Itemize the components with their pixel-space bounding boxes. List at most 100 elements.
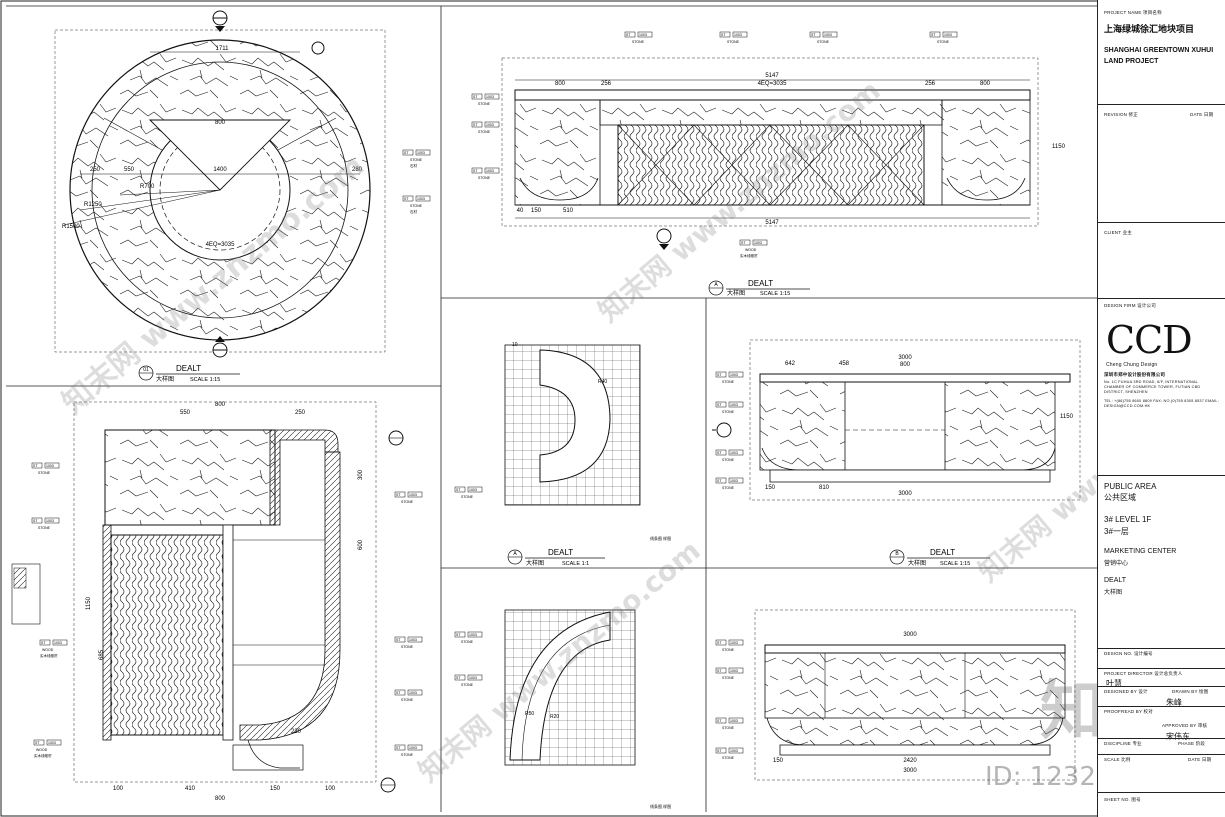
svg-text:ST: ST [396, 493, 401, 497]
svg-text:实木线帷帘: 实木线帷帘 [34, 753, 52, 758]
svg-text:STONE: STONE [478, 130, 491, 134]
svg-text:100: 100 [325, 786, 336, 792]
svg-text:大样图: 大样图 [526, 559, 544, 567]
svg-text:800: 800 [215, 796, 226, 802]
svg-text:1003: 1003 [944, 33, 952, 37]
svg-text:大样图: 大样图 [156, 375, 174, 383]
svg-text:STONE: STONE [722, 726, 735, 730]
svg-text:STONE: STONE [401, 698, 414, 702]
svg-text:1003: 1003 [486, 95, 494, 99]
svg-text:3000: 3000 [903, 632, 917, 638]
view-caption-a-top: A DEALT 大样图 SCALE 1:15 [708, 279, 810, 297]
elevation-reception-desk: 800 256 5147 4EQ=3035 256 800 510 150 40… [471, 31, 1066, 258]
svg-text:ST: ST [33, 464, 38, 468]
svg-text:R20: R20 [550, 714, 559, 720]
ccd-logo: CCD [1106, 318, 1193, 362]
svg-text:1003: 1003 [409, 691, 417, 695]
svg-text:线条图 样图: 线条图 样图 [650, 535, 671, 541]
sheet-title-cn: 大样图 [1104, 590, 1123, 596]
svg-text:ST: ST [717, 669, 722, 673]
svg-text:ST: ST [717, 749, 722, 753]
svg-text:ST: ST [741, 241, 746, 245]
project-name-cn: 上海绿城徐汇地块项目 [1104, 24, 1195, 34]
svg-text:SCALE 1:15: SCALE 1:15 [760, 291, 790, 297]
svg-text:STONE: STONE [461, 683, 474, 687]
sheet-no-label: SHEET NO. 图号 [1104, 797, 1141, 802]
approved-by-name: 宋伟东 [1166, 732, 1190, 741]
svg-text:1003: 1003 [824, 33, 832, 37]
svg-text:STONE: STONE [937, 40, 950, 44]
svg-text:实木线帷帘: 实木线帷帘 [740, 253, 758, 258]
svg-text:B: B [895, 551, 899, 557]
svg-text:ST: ST [396, 746, 401, 750]
svg-text:STONE: STONE [722, 486, 735, 490]
svg-text:STONE: STONE [722, 648, 735, 652]
svg-text:150: 150 [270, 786, 281, 792]
svg-text:ST: ST [473, 95, 478, 99]
plan-dim-800: 800 [215, 120, 226, 126]
drawn-by-name: 朱峰 [1166, 698, 1182, 707]
svg-text:DEALT: DEALT [748, 279, 773, 288]
svg-text:510: 510 [563, 208, 574, 214]
svg-text:2420: 2420 [903, 758, 917, 764]
svg-text:642: 642 [785, 361, 796, 367]
svg-text:810: 810 [819, 485, 830, 491]
svg-text:ST: ST [717, 403, 722, 407]
svg-text:ST: ST [931, 33, 936, 37]
proofread-by-label: PROOFREAD BY 校对 [1104, 709, 1153, 714]
svg-text:STONE: STONE [478, 176, 491, 180]
svg-text:1003: 1003 [730, 641, 738, 645]
svg-text:1003: 1003 [417, 151, 425, 155]
center-cn: 营销中心 [1104, 561, 1129, 567]
svg-text:A: A [714, 282, 718, 288]
level-en: 3# LEVEL 1F [1104, 515, 1152, 524]
svg-text:ST: ST [456, 488, 461, 492]
svg-text:ST: ST [396, 691, 401, 695]
svg-text:R50: R50 [525, 711, 534, 717]
project-name-label: PROJECT NAME 项目名称 [1104, 10, 1162, 15]
sheet-title-en: DEALT [1104, 577, 1127, 584]
svg-text:ST: ST [41, 641, 46, 645]
svg-text:STONE: STONE [38, 526, 51, 530]
view-caption-b: B DEALT 大样图 SCALE 1:15 [889, 548, 990, 567]
drawn-by-label: DRAWN BY 绘图 [1172, 689, 1209, 694]
svg-text:STONE: STONE [410, 158, 423, 162]
company-name-cn: 深圳市郑中设计股份有限公司 [1104, 372, 1166, 377]
svg-text:STONE: STONE [401, 500, 414, 504]
svg-text:1003: 1003 [730, 451, 738, 455]
svg-text:10: 10 [512, 342, 518, 348]
svg-text:线条图 样图: 线条图 样图 [650, 803, 671, 809]
svg-text:3000: 3000 [898, 355, 912, 361]
svg-text:3000: 3000 [898, 491, 912, 497]
svg-text:01: 01 [143, 367, 149, 373]
plan-dim-250: 250 [90, 167, 101, 173]
svg-text:1003: 1003 [754, 241, 762, 245]
title-block: PROJECT NAME 项目名称 上海绿城徐汇地块项目 SHANGHAI GR… [1097, 0, 1225, 817]
plan-dim-r700: R700 [140, 184, 155, 190]
svg-text:STONE: STONE [722, 756, 735, 760]
svg-text:STONE: STONE [461, 640, 474, 644]
svg-text:40: 40 [517, 208, 524, 214]
svg-text:大样图: 大样图 [727, 289, 745, 297]
svg-text:150: 150 [531, 208, 542, 214]
project-name-en-2: LAND PROJECT [1104, 58, 1159, 65]
svg-text:1003: 1003 [730, 373, 738, 377]
plan-dim-1400: 1400 [213, 167, 227, 173]
svg-text:DEALT: DEALT [930, 548, 955, 557]
svg-text:1003: 1003 [469, 633, 477, 637]
svg-text:1003: 1003 [46, 519, 54, 523]
